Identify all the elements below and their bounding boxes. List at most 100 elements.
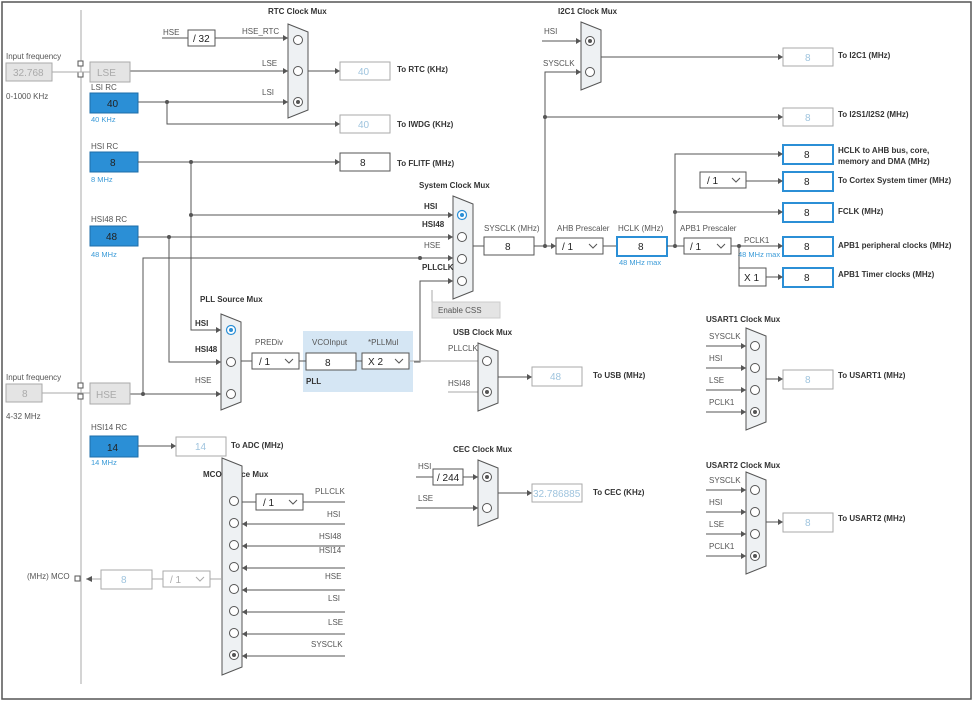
hsi14-rc-value: 14 — [107, 443, 119, 454]
hsi-title: HSI RC — [91, 142, 118, 151]
cec-div-value: / 244 — [437, 473, 460, 484]
pllmul-label: *PLLMul — [368, 338, 398, 347]
hsi48-title: HSI48 RC — [91, 215, 127, 224]
cortex-timer-output-box[interactable] — [782, 171, 834, 192]
ahb-output-box[interactable] — [782, 144, 834, 165]
cec-mux-title: CEC Clock Mux — [453, 445, 513, 454]
usart2-output-box[interactable] — [782, 512, 834, 533]
usart2-input-lse: LSE — [709, 520, 724, 529]
fclk-output-box[interactable] — [782, 202, 834, 223]
apb1-peripheral-output-box[interactable] — [782, 236, 834, 257]
cortex-timer-div-select[interactable] — [699, 171, 747, 189]
mco-radio-hse[interactable] — [229, 584, 239, 594]
lsi-title: LSI RC — [91, 83, 117, 92]
iwdg-output-label: To IWDG (KHz) — [397, 120, 454, 129]
hsi48-rc-box[interactable] — [89, 225, 139, 247]
vco-input-value: 8 — [325, 358, 331, 369]
apb1-timer-multiplier-value: X 1 — [744, 273, 759, 284]
usart1-output-box[interactable] — [782, 369, 834, 390]
mco-input-hsi: HSI — [327, 510, 340, 519]
mco-output-div-value: / 1 — [170, 575, 182, 586]
adc-output-box[interactable] — [175, 436, 227, 457]
chevron-down-icon — [195, 576, 205, 582]
rtc-output-value: 40 — [358, 67, 370, 78]
rtc-output-label: To RTC (KHz) — [397, 65, 448, 74]
pllmul-value: X 2 — [368, 357, 383, 368]
enable-css-button[interactable] — [431, 301, 501, 319]
pll-mux-radio-hsi48[interactable] — [226, 357, 236, 367]
sys-mux-hsi48-label: HSI48 — [422, 220, 445, 229]
mco-radio-lse[interactable] — [229, 628, 239, 638]
cec-mux-radio-lse[interactable] — [482, 503, 492, 513]
lse-oscillator-box[interactable] — [89, 61, 131, 83]
usart1-mux-radio-hsi[interactable] — [750, 363, 760, 373]
rtc-mux-radio-lse[interactable] — [293, 66, 303, 76]
mco-radio-pllclk[interactable] — [229, 496, 239, 506]
sys-mux-title: System Clock Mux — [419, 181, 490, 190]
mco-radio-lsi[interactable] — [229, 606, 239, 616]
apb1-timer-output-box[interactable] — [782, 267, 834, 288]
sys-mux-pllclk-label: PLLCLK — [422, 263, 454, 272]
cec-lse-label: LSE — [418, 494, 433, 503]
apb1-peripheral-output-label: APB1 peripheral clocks (MHz) — [838, 241, 952, 250]
rtc-mux-radio-hse[interactable] — [293, 35, 303, 45]
apb1-prescaler-value: / 1 — [690, 242, 702, 253]
usart1-mux-radio-lse[interactable] — [750, 385, 760, 395]
hclk-value: 8 — [638, 242, 644, 253]
apb1-prescaler-label: APB1 Prescaler — [680, 224, 737, 233]
usb-mux-radio-pllclk[interactable] — [482, 356, 492, 366]
mco-radio-hsi[interactable] — [229, 518, 239, 528]
sys-mux-hse-label: HSE — [424, 241, 440, 250]
hse-range-label: 4-32 MHz — [6, 412, 41, 421]
mco-pll-div-value: / 1 — [263, 498, 275, 509]
hse-oscillator-box[interactable] — [89, 382, 131, 405]
usb-output-label: To USB (MHz) — [593, 371, 646, 380]
cortex-timer-output-value: 8 — [804, 177, 810, 188]
usart1-mux-radio-sysclk[interactable] — [750, 341, 760, 351]
i2c1-clock-mux — [580, 21, 602, 91]
rtc-mux-title: RTC Clock Mux — [268, 7, 327, 16]
sysclk-value: 8 — [505, 242, 511, 253]
pclk1-label: PCLK1 — [744, 236, 770, 245]
adc-output-value: 14 — [195, 442, 207, 453]
lsi-rc-box[interactable] — [89, 92, 139, 114]
usart1-input-hsi: HSI — [709, 354, 722, 363]
sys-mux-radio-pllclk[interactable] — [457, 276, 467, 286]
usart2-mux-radio-sysclk[interactable] — [750, 485, 760, 495]
hsi48-rc-value: 48 — [106, 232, 118, 243]
mco-input-hsi14: HSI14 — [319, 546, 342, 555]
pll-mux-hsi48-label: HSI48 — [195, 345, 218, 354]
usb-mux-title: USB Clock Mux — [453, 328, 513, 337]
usart2-mux-radio-lse[interactable] — [750, 529, 760, 539]
pll-mux-hse-label: HSE — [195, 376, 211, 385]
usart2-clock-mux — [745, 471, 767, 575]
sys-mux-radio-hsi48[interactable] — [457, 232, 467, 242]
sysclk-label: SYSCLK (MHz) — [484, 224, 540, 233]
ahb-prescaler-label: AHB Prescaler — [557, 224, 610, 233]
mco-radio-hsi14[interactable] — [229, 562, 239, 572]
chevron-down-icon — [284, 358, 294, 364]
i2c1-mux-radio-sysclk[interactable] — [585, 67, 595, 77]
usart2-input-pclk1: PCLK1 — [709, 542, 735, 551]
ahb-prescaler-value: / 1 — [562, 242, 574, 253]
i2c1-sysclk-label: SYSCLK — [543, 59, 575, 68]
hsi-rc-value: 8 — [110, 158, 116, 169]
usart1-input-pclk1: PCLK1 — [709, 398, 735, 407]
usart1-mux-title: USART1 Clock Mux — [706, 315, 781, 324]
usart2-mux-radio-hsi[interactable] — [750, 507, 760, 517]
lsi-freq-label: 40 KHz — [91, 115, 116, 124]
i2c1-hsi-label: HSI — [544, 27, 557, 36]
mco-radio-hsi48[interactable] — [229, 540, 239, 550]
rtc-lse-label: LSE — [262, 59, 277, 68]
ahb-output-label-line2: memory and DMA (MHz) — [838, 157, 930, 166]
sys-mux-hsi-label: HSI — [424, 202, 437, 211]
sys-mux-radio-hse[interactable] — [457, 254, 467, 264]
cec-hsi-label: HSI — [418, 462, 431, 471]
mco-input-sysclk: SYSCLK — [311, 640, 343, 649]
ahb-output-label-line1: HCLK to AHB bus, core, — [838, 146, 929, 155]
usb-output-box[interactable] — [531, 366, 583, 387]
rtc-hse-rtc-label: HSE_RTC — [242, 27, 279, 36]
rtc-div32-value: / 32 — [193, 34, 210, 45]
pll-mux-radio-hse[interactable] — [226, 389, 236, 399]
